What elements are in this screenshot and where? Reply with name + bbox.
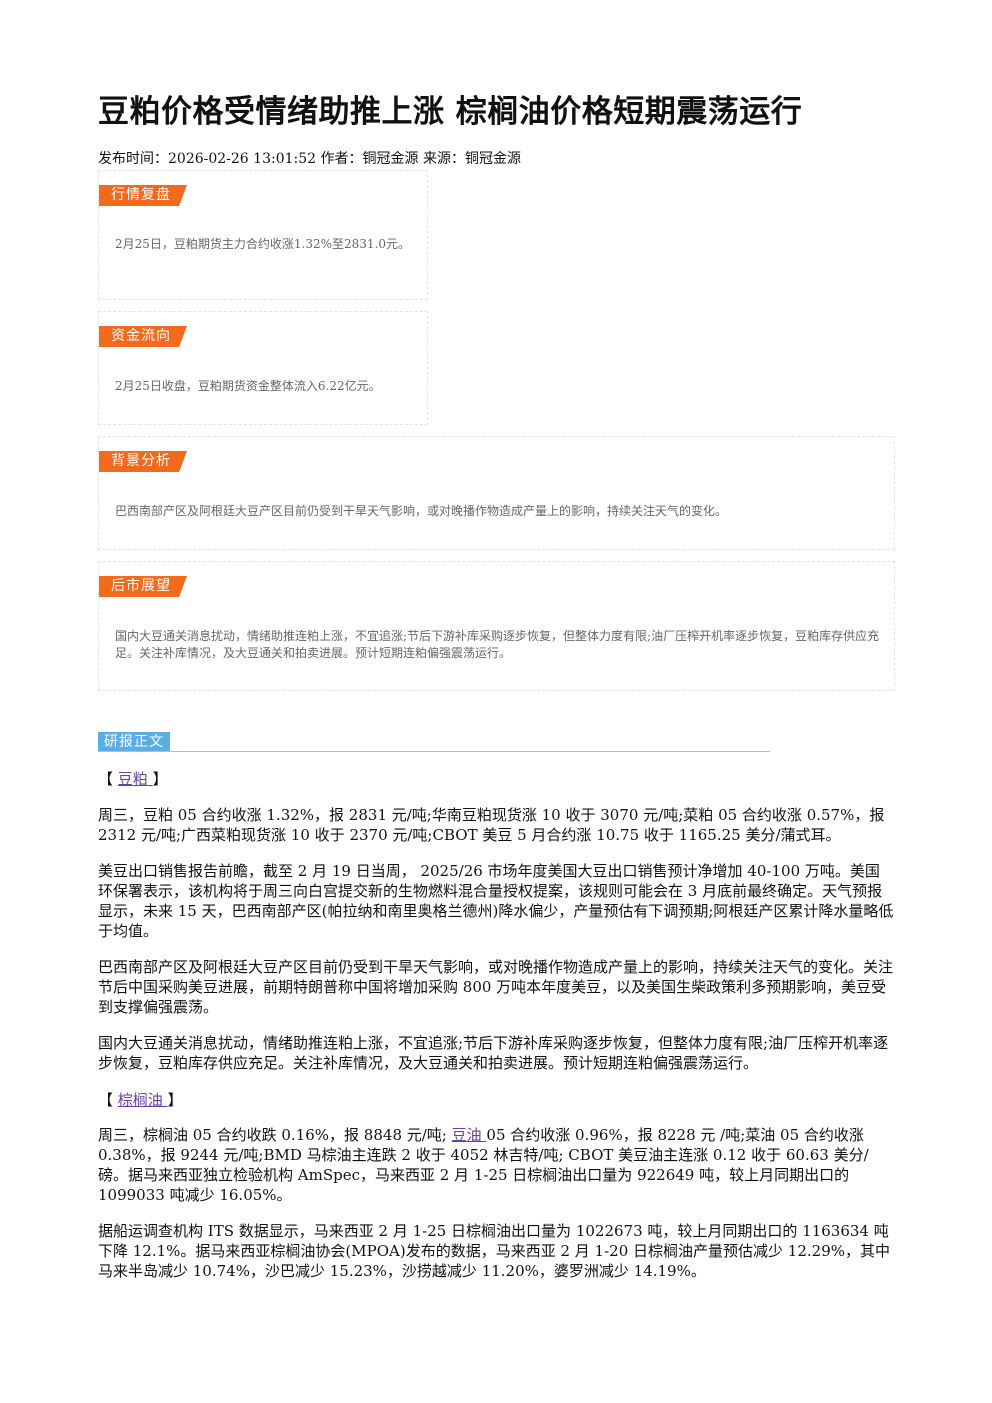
article-meta: 发布时间：2026-02-26 13:01:52 作者：铜冠金源 来源：铜冠金源 <box>98 148 521 168</box>
market-review-text: 2月25日，豆粕期货主力合约收涨1.32%至2831.0元。 <box>115 237 411 251</box>
background-text: 巴西南部产区及阿根廷大豆产区目前仍受到干旱天气影响，或对晚播作物造成产量上的影响… <box>115 504 728 518</box>
publish-time: 2026-02-26 13:01:52 <box>168 151 317 167</box>
report-divider <box>98 751 770 752</box>
outlook-tag: 后市展望 <box>99 576 187 597</box>
author: 铜冠金源 <box>362 151 419 167</box>
paragraph-3: 巴西南部产区及阿根廷大豆产区目前仍受到干旱天气影响，或对晚播作物造成产量上的影响… <box>98 958 894 1016</box>
paragraph-1: 周三，豆粕 05 合约收涨 1.32%，报 2831 元/吨;华南豆粕现货涨 1… <box>98 806 885 844</box>
soymeal-link[interactable]: 豆粕 <box>117 770 153 788</box>
bracket-open: 【 <box>98 770 118 788</box>
paragraph-5-start: 周三，棕榈油 05 合约收跌 0.16%，报 8848 元/吨; <box>98 1126 452 1144</box>
background-tag: 背景分析 <box>99 451 187 472</box>
paragraph-6: 据船运调查机构 ITS 数据显示，马来西亚 2 月 1-25 日棕榈油出口量为 … <box>98 1222 890 1280</box>
section-heading-soymeal: 【 豆粕 】 <box>98 768 168 789</box>
background-card: 背景分析 巴西南部产区及阿根廷大豆产区目前仍受到干旱天气影响，或对晚播作物造成产… <box>98 436 895 550</box>
soybean-oil-link[interactable]: 豆油 <box>451 1126 487 1144</box>
page-title: 豆粕价格受情绪助推上涨 棕榈油价格短期震荡运行 <box>98 94 803 130</box>
market-review-card: 行情复盘 2月25日，豆粕期货主力合约收涨1.32%至2831.0元。 <box>98 170 428 300</box>
source: 铜冠金源 <box>464 151 521 167</box>
outlook-card: 后市展望 国内大豆通关消息扰动，情绪助推连粕上涨，不宜追涨;节后下游补库采购逐步… <box>98 561 895 691</box>
paragraph-5-rest: 05 合约收涨 0.96%，报 8228 元 /吨;菜油 05 合约收涨 0.3… <box>98 1126 869 1204</box>
section-heading-palm-oil: 【 棕榈油 】 <box>98 1089 183 1110</box>
bracket-open: 【 <box>98 1091 118 1109</box>
paragraph-5: 周三，棕榈油 05 合约收跌 0.16%，报 8848 元/吨; 豆油 05 合… <box>98 1125 894 1205</box>
report-body-tag: 研报正文 <box>98 732 170 752</box>
bracket-close: 】 <box>152 770 168 788</box>
source-label: 来源： <box>418 151 465 167</box>
paragraph-2: 美豆出口销售报告前瞻，截至 2 月 19 日当周， 2025/26 市场年度美国… <box>98 862 894 940</box>
market-review-tag: 行情复盘 <box>99 185 187 206</box>
publish-time-label: 发布时间： <box>98 151 168 167</box>
outlook-text: 国内大豆通关消息扰动，情绪助推连粕上涨，不宜追涨;节后下游补库采购逐步恢复，但整… <box>115 629 880 660</box>
fund-flow-card: 资金流向 2月25日收盘，豆粕期货资金整体流入6.22亿元。 <box>98 311 428 425</box>
paragraph-4: 国内大豆通关消息扰动，情绪助推连粕上涨，不宜追涨;节后下游补库采购逐步恢复，但整… <box>98 1034 889 1072</box>
palm-oil-link[interactable]: 棕榈油 <box>117 1091 168 1109</box>
fund-flow-tag: 资金流向 <box>99 326 187 347</box>
author-label: 作者： <box>316 151 363 167</box>
fund-flow-text: 2月25日收盘，豆粕期货资金整体流入6.22亿元。 <box>115 379 381 393</box>
bracket-close: 】 <box>167 1091 183 1109</box>
